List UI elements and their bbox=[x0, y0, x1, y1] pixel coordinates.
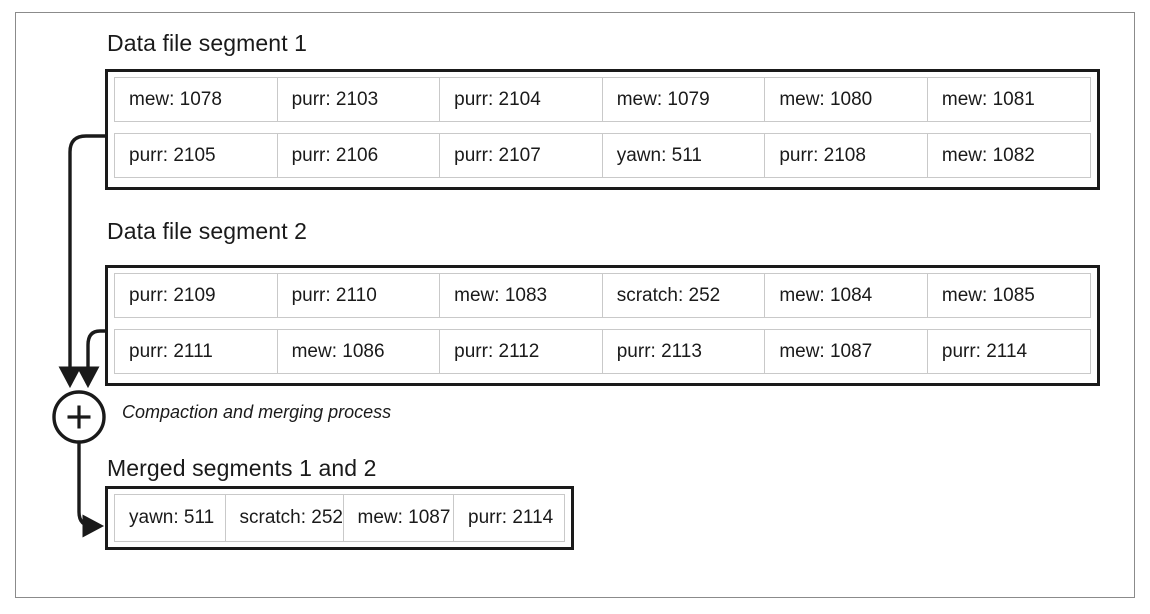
segment-2-title: Data file segment 2 bbox=[107, 218, 308, 244]
data-cell: mew: 1087 bbox=[764, 329, 929, 374]
data-cell: mew: 1086 bbox=[276, 329, 441, 374]
data-cell: yawn: 511 bbox=[601, 133, 766, 178]
data-cell: purr: 2103 bbox=[276, 77, 441, 122]
merged-segment-title: Merged segments 1 and 2 bbox=[107, 455, 377, 481]
data-cell: scratch: 252 bbox=[601, 273, 766, 318]
data-cell: yawn: 511 bbox=[114, 494, 226, 542]
data-cell: mew: 1087 bbox=[342, 494, 455, 542]
segment-1-box: mew: 1078 purr: 2103 purr: 2104 mew: 107… bbox=[105, 69, 1100, 190]
data-cell: purr: 2112 bbox=[439, 329, 604, 374]
data-cell: purr: 2111 bbox=[114, 329, 279, 374]
data-cell: scratch: 252 bbox=[224, 494, 344, 542]
data-cell: purr: 2105 bbox=[114, 133, 279, 178]
data-cell: purr: 2110 bbox=[276, 273, 441, 318]
data-cell: purr: 2114 bbox=[926, 329, 1091, 374]
data-cell: mew: 1084 bbox=[764, 273, 929, 318]
data-cell: mew: 1080 bbox=[764, 77, 929, 122]
data-cell: mew: 1079 bbox=[601, 77, 766, 122]
merged-row-1: yawn: 511 scratch: 252 mew: 1087 purr: 2… bbox=[114, 494, 565, 542]
segment-1-title: Data file segment 1 bbox=[107, 30, 308, 56]
data-cell: purr: 2108 bbox=[764, 133, 929, 178]
data-cell: mew: 1083 bbox=[439, 273, 604, 318]
data-cell: purr: 2114 bbox=[453, 494, 565, 542]
data-cell: mew: 1081 bbox=[926, 77, 1091, 122]
data-cell: purr: 2109 bbox=[114, 273, 279, 318]
data-cell: purr: 2104 bbox=[439, 77, 604, 122]
segment-2-box: purr: 2109 purr: 2110 mew: 1083 scratch:… bbox=[105, 265, 1100, 386]
data-cell: mew: 1082 bbox=[926, 133, 1091, 178]
data-cell: mew: 1085 bbox=[926, 273, 1091, 318]
data-cell: purr: 2106 bbox=[276, 133, 441, 178]
segment-2-row-1: purr: 2109 purr: 2110 mew: 1083 scratch:… bbox=[114, 273, 1091, 318]
merged-segment-box: yawn: 511 scratch: 252 mew: 1087 purr: 2… bbox=[105, 486, 574, 550]
segment-2-row-2: purr: 2111 mew: 1086 purr: 2112 purr: 21… bbox=[114, 329, 1091, 374]
segment-1-row-2: purr: 2105 purr: 2106 purr: 2107 yawn: 5… bbox=[114, 133, 1091, 178]
data-cell: purr: 2113 bbox=[601, 329, 766, 374]
data-cell: mew: 1078 bbox=[114, 77, 279, 122]
compaction-process-label: Compaction and merging process bbox=[122, 402, 392, 422]
data-cell: purr: 2107 bbox=[439, 133, 604, 178]
segment-1-row-1: mew: 1078 purr: 2103 purr: 2104 mew: 107… bbox=[114, 77, 1091, 122]
